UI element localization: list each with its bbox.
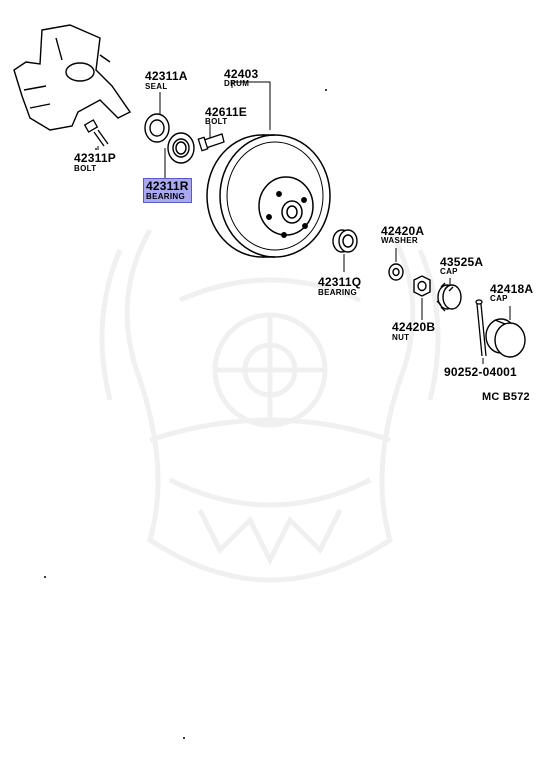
part-name-washer: WASHER [381, 236, 418, 245]
part-number-42611e: 42611E [205, 105, 247, 119]
watermark-logo [99, 228, 441, 583]
bolt-42311p-part [83, 119, 109, 150]
part-name-bolt: BOLT [205, 117, 228, 126]
part-number-42311a: 42311A [145, 69, 188, 83]
part-number-42420b: 42420B [392, 320, 436, 334]
part-number-43525a: 43525A [440, 255, 484, 269]
part-name-cap: CAP [440, 267, 458, 276]
cotter-pin-part [475, 299, 487, 357]
part-name-bearing: BEARING [146, 192, 185, 201]
part-name-nut: NUT [392, 333, 410, 342]
part-number-42418a: 42418A [490, 282, 534, 296]
washer-42420a-part [388, 263, 404, 281]
bearing-42311q-part [332, 229, 358, 253]
highlighted-part-42311r[interactable]: 42311R BEARING [143, 178, 192, 203]
steering-knuckle [13, 24, 132, 131]
drum-leader [231, 81, 271, 130]
part-number-42403: 42403 [224, 67, 259, 81]
part-number-90252-04001: 90252-04001 [444, 365, 517, 379]
part-name-drum: DRUM [224, 79, 250, 88]
part-name-cap: CAP [490, 294, 508, 303]
cap-43525a-part [436, 282, 462, 312]
part-name-bearing: BEARING [318, 288, 357, 297]
nut-42420b-part [413, 275, 431, 297]
diagram-code: MC B572 [482, 391, 530, 403]
cap-42418a-part [485, 318, 526, 358]
part-number-42311r: 42311R [146, 179, 189, 193]
part-number-42420a: 42420A [381, 224, 425, 238]
seal-42311a-part [144, 113, 170, 143]
part-name-seal: SEAL [145, 82, 168, 91]
part-name-bolt: BOLT [74, 164, 97, 173]
part-number-42311p: 42311P [74, 151, 116, 165]
part-number-42311q: 42311Q [318, 275, 362, 289]
bearing-42311r-part [167, 132, 195, 164]
bolt-42611e-part [197, 133, 225, 152]
brake-drum-part [206, 134, 331, 258]
